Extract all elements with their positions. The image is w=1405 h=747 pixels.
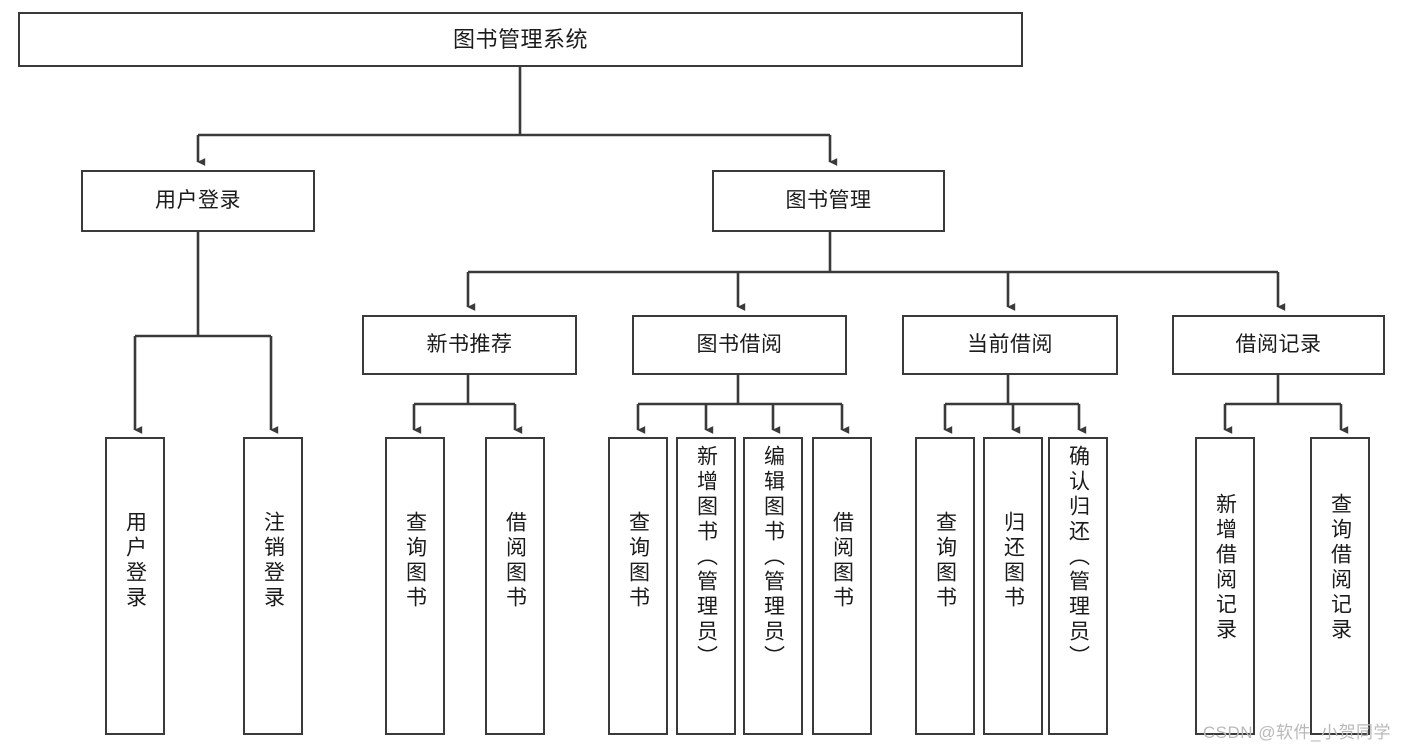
node-label: 查询图书 <box>933 511 957 611</box>
node-leaf-return-book[interactable]: 归还图书 <box>983 437 1043 735</box>
node-label: 归还图书 <box>1001 511 1025 611</box>
node-label: 新书推荐 <box>426 332 513 356</box>
node-leaf-query-books-borrow[interactable]: 查询图书 <box>608 437 668 735</box>
node-book-management-system[interactable]: 图书管理系统 <box>18 12 1023 67</box>
node-label: 图书管理系统 <box>452 26 588 52</box>
node-leaf-edit-book-admin[interactable]: 编辑图书（管理员） <box>743 437 803 735</box>
node-leaf-borrow-book[interactable]: 借阅图书 <box>812 437 872 735</box>
node-leaf-user-login[interactable]: 用户登录 <box>105 437 165 735</box>
node-leaf-borrow-books-recommend[interactable]: 借阅图书 <box>485 437 545 735</box>
node-current-borrow[interactable]: 当前借阅 <box>902 315 1118 375</box>
node-label: 新增图书（管理员） <box>694 445 718 670</box>
node-label: 借阅图书 <box>830 511 854 611</box>
node-label: 当前借阅 <box>967 332 1053 356</box>
node-leaf-add-borrow-record[interactable]: 新增借阅记录 <box>1195 437 1255 735</box>
node-leaf-logout[interactable]: 注销登录 <box>243 437 303 735</box>
node-leaf-query-books-current[interactable]: 查询图书 <box>915 437 975 735</box>
node-leaf-add-book-admin[interactable]: 新增图书（管理员） <box>676 437 736 735</box>
node-label: 用户登录 <box>123 511 147 611</box>
node-label: 用户登录 <box>155 188 241 212</box>
node-label: 借阅图书 <box>503 511 527 611</box>
node-label: 确认归还（管理员） <box>1066 445 1090 670</box>
node-new-book-recommend[interactable]: 新书推荐 <box>362 315 577 375</box>
watermark: CSDN @软件_小贺同学 <box>1202 723 1391 742</box>
node-label: 借阅记录 <box>1235 332 1322 356</box>
node-book-borrow[interactable]: 图书借阅 <box>632 315 847 375</box>
node-label: 注销登录 <box>261 511 285 611</box>
node-label: 查询图书 <box>403 511 427 611</box>
node-book-management[interactable]: 图书管理 <box>712 170 945 232</box>
node-leaf-confirm-return-admin[interactable]: 确认归还（管理员） <box>1048 437 1108 735</box>
node-user-login[interactable]: 用户登录 <box>81 170 315 232</box>
node-label: 图书借阅 <box>696 332 783 356</box>
node-label: 查询图书 <box>626 511 650 611</box>
node-label: 图书管理 <box>785 188 872 212</box>
node-label: 编辑图书（管理员） <box>761 445 785 670</box>
node-label: 查询借阅记录 <box>1328 493 1352 643</box>
node-borrow-records[interactable]: 借阅记录 <box>1172 315 1385 375</box>
node-leaf-query-books-recommend[interactable]: 查询图书 <box>385 437 445 735</box>
node-leaf-query-borrow-record[interactable]: 查询借阅记录 <box>1310 437 1370 735</box>
node-label: 新增借阅记录 <box>1213 493 1237 643</box>
